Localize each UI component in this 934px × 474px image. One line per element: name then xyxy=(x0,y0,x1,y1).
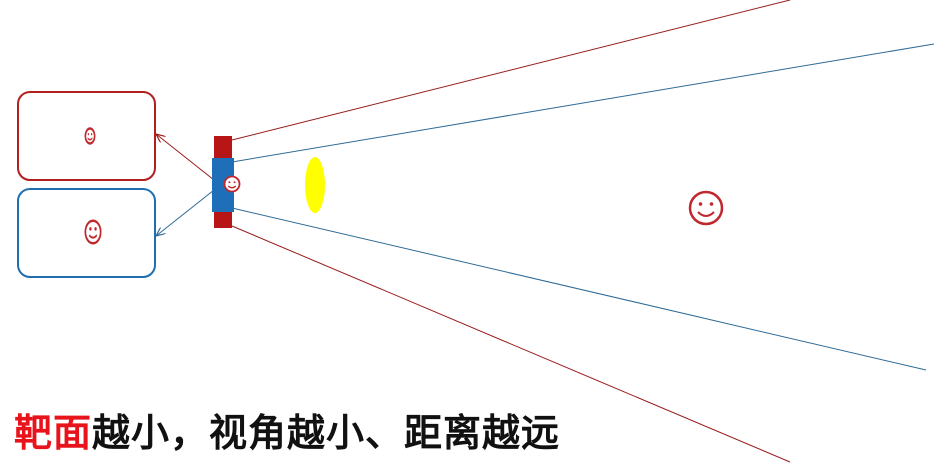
blue-arrow xyxy=(156,189,215,236)
red-ray-lower xyxy=(231,225,791,463)
blue-rays xyxy=(231,43,934,371)
small-box-smiley-face-icon xyxy=(84,219,102,245)
caption-rest: 越小，视角越小、距离越远 xyxy=(92,411,561,455)
sensor-image-smiley-face-icon xyxy=(223,175,241,193)
small-sensor xyxy=(212,158,234,212)
red-rays xyxy=(231,0,791,463)
caption: 靶面越小，视角越小、距离越远 xyxy=(14,414,560,452)
red-arrow xyxy=(156,134,215,181)
large-box-smiley-face-icon xyxy=(84,127,96,145)
caption-highlight: 靶面 xyxy=(14,411,93,455)
lens xyxy=(305,157,325,213)
blue-ray-upper xyxy=(231,43,934,163)
blue-ray-lower xyxy=(231,207,927,371)
red-ray-upper xyxy=(231,0,791,141)
object-smiley-face-icon xyxy=(688,190,724,226)
